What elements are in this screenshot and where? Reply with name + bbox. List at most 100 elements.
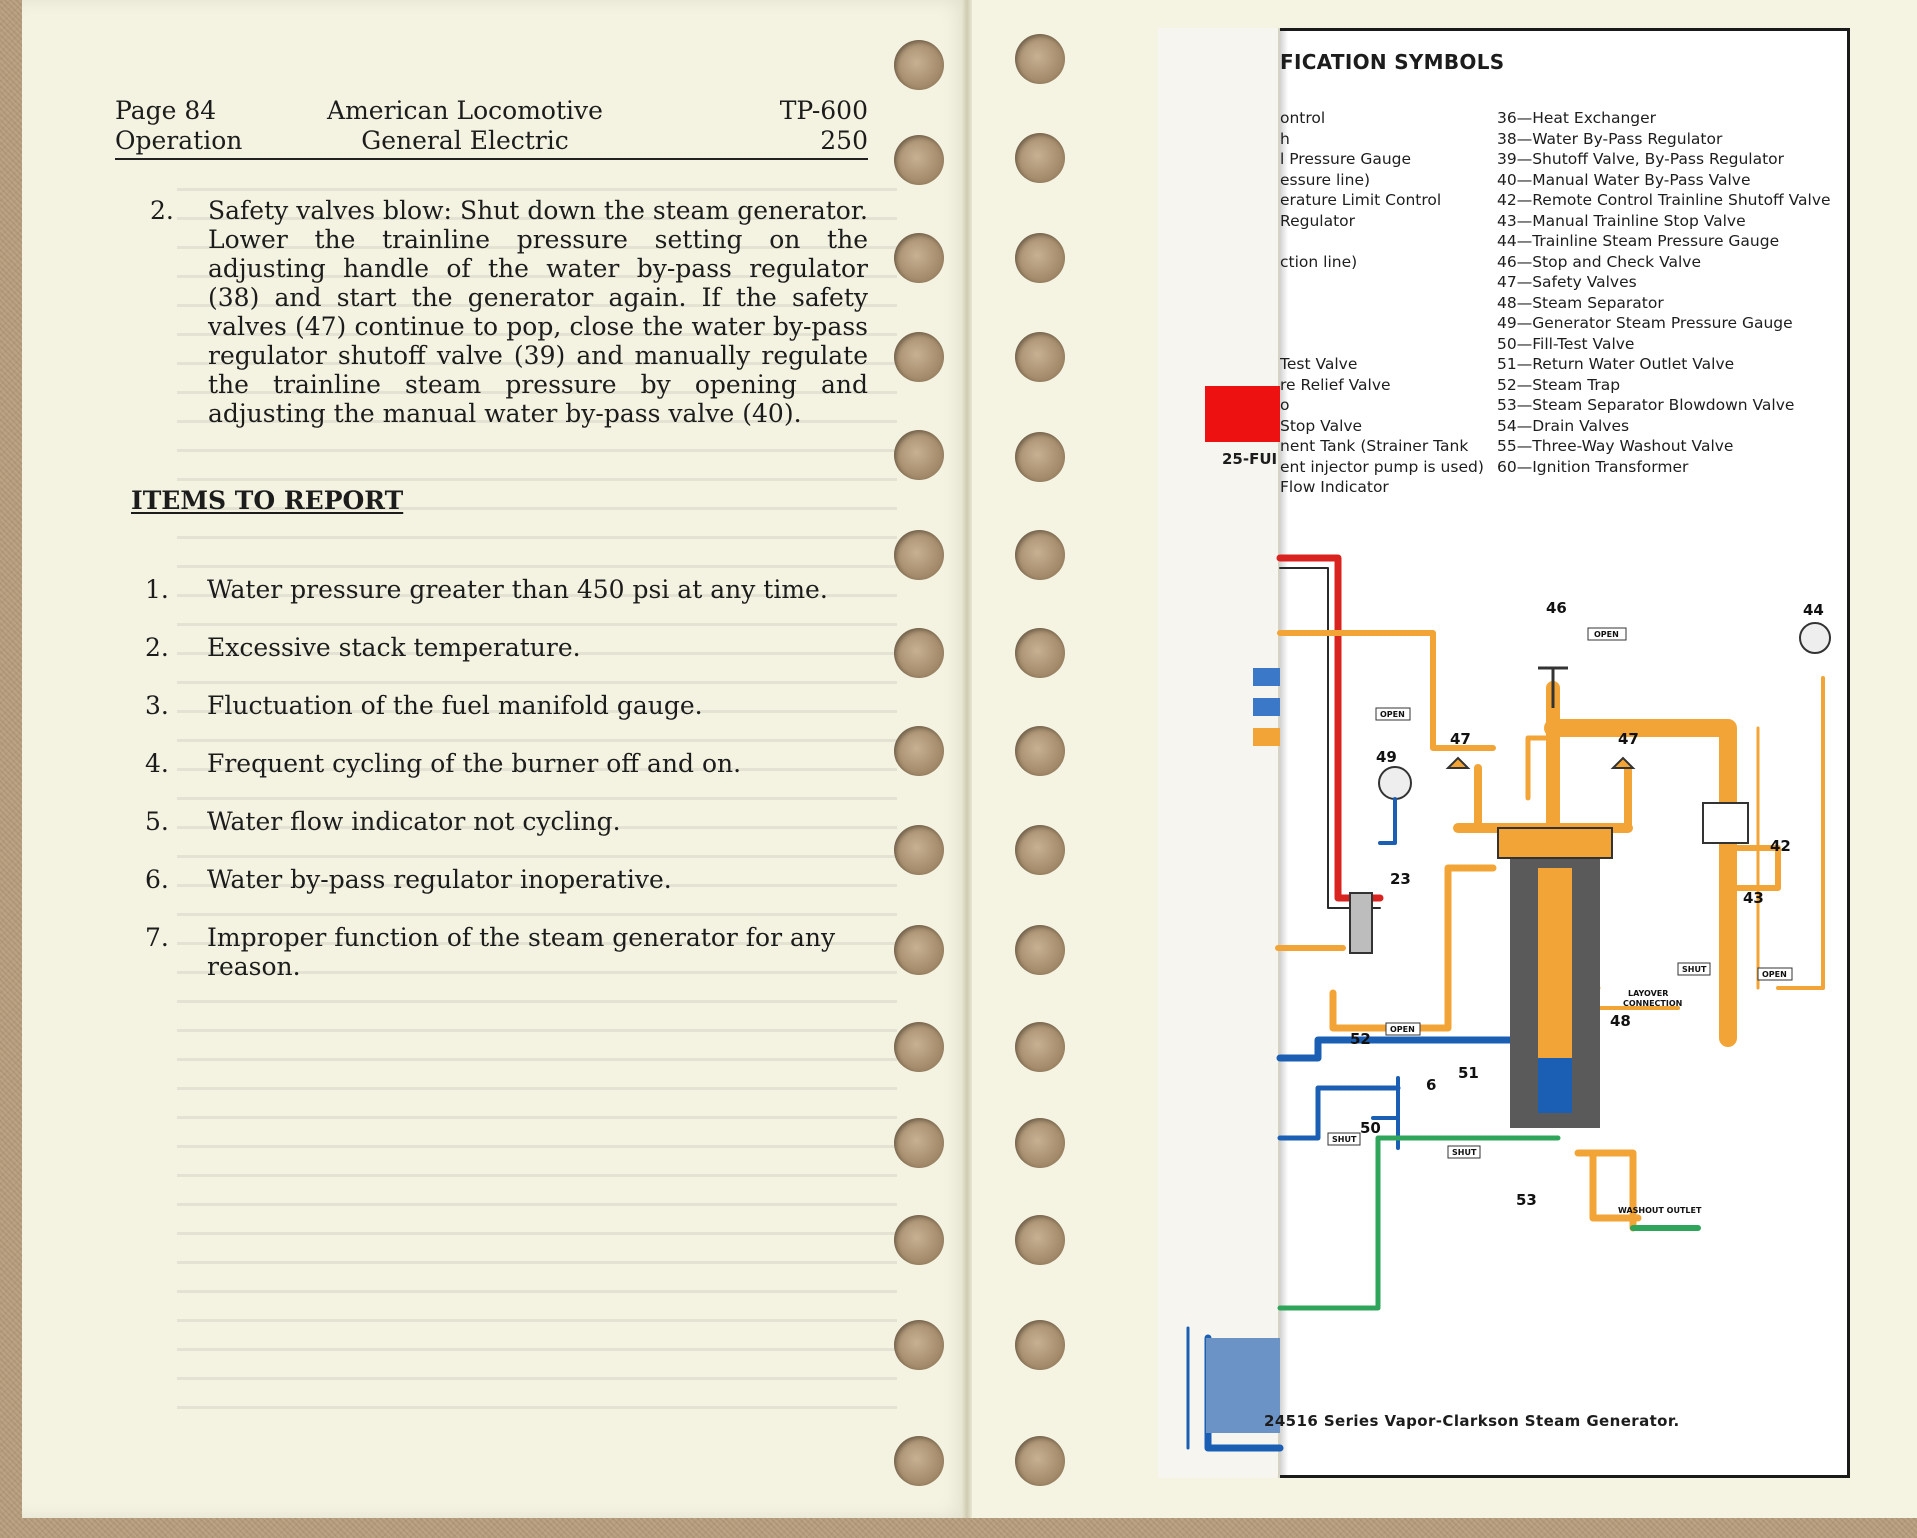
binding-hole [1015,1118,1065,1168]
item-text: Water pressure greater than 450 psi at a… [207,575,828,604]
washout-label: WASHOUT OUTLET [1618,1206,1702,1215]
item-text: Water by-pass regulator inoperative. [207,865,672,894]
steam-line [1329,864,1497,1032]
binding-hole [894,1215,944,1265]
steam-line [1544,719,1737,1047]
item-number: 2. [145,633,169,662]
water-line [1378,797,1397,845]
binding-hole [1015,332,1065,382]
binding-hole [1015,233,1065,283]
items-to-report-heading: ITEMS TO REPORT [131,486,404,515]
binding-hole [894,628,944,678]
binding-hole [1015,1320,1065,1370]
fuel-line [1276,554,1384,902]
partial-symbol: o [1280,396,1290,414]
page-gutter [962,0,972,1518]
partial-symbol: Flow Indicator [1280,478,1389,496]
fold-shadow [1280,31,1288,1475]
symbols-title: FICATION SYMBOLS [1280,50,1505,74]
header-left: Page 84 Operation [115,96,242,156]
open-tag-label: OPEN [1762,970,1787,979]
section-name: Operation [115,126,243,155]
separator-top [1497,827,1613,859]
symbol-entry: 51—Return Water Outlet Valve [1497,355,1735,373]
shut-tag [1327,1132,1361,1146]
separator-water [1538,1058,1572,1113]
caption-text: 4516 Series Vapor-Clarkson Steam Generat… [1274,1412,1680,1430]
binding-hole [894,332,944,382]
binding-hole [894,925,944,975]
symbol-entry: 50—Fill-Test Valve [1497,334,1635,353]
steam-gauge [1378,766,1412,800]
binding-hole [894,1022,944,1072]
blue-tab [1253,698,1280,716]
partial-symbol: re Relief Valve [1280,375,1391,394]
partial-tag-label: 25-FUI [1222,450,1278,468]
binding-hole [894,430,944,480]
binding-hole [894,135,944,185]
open-tag [1587,627,1627,641]
binding-hole [894,233,944,283]
callout-52: 52 [1350,1030,1371,1048]
caption-prefix: 2 [1264,1412,1275,1430]
partial-symbol: ction line) [1280,252,1358,271]
binding-hole [1015,825,1065,875]
symbols-legend-column: 36—Heat Exchanger 38—Water By-Pass Regul… [1497,108,1831,477]
steam-gauge [1799,622,1831,654]
header-center: American Locomotive General Electric [305,96,625,156]
fuel-line-inner [1279,567,1381,909]
partial-symbol: essure line) [1280,170,1371,189]
steam-generator-schematic: 46 44 47 47 49 42 23 43 48 52 6 51 50 53… [1186,554,1831,1452]
callout-47: 47 [1450,730,1471,748]
callout-49: 49 [1376,748,1397,766]
item-text: Excessive stack temperature. [207,633,581,662]
step-number: 2. [150,196,174,225]
symbol-entry: 38—Water By-Pass Regulator [1497,129,1723,148]
callout-43: 43 [1743,889,1764,907]
item-text: Improper function of the steam generator… [207,923,836,981]
binding-hole [1015,432,1065,482]
symbol-entry: 52—Steam Trap [1497,375,1621,394]
item-number: 1. [145,575,169,604]
symbol-entry: 42—Remote Control Trainline Shutoff Valv… [1497,191,1831,209]
doc-revision: 250 [820,126,868,155]
open-tag-label: OPEN [1390,1025,1415,1034]
steam-line [1525,735,1556,801]
binding-hole [1015,1436,1065,1486]
item-text: Frequent cycling of the burner off and o… [207,749,742,778]
steam-line [1776,676,1825,990]
callout-50: 50 [1360,1119,1381,1137]
doc-number: TP-600 [779,96,868,125]
company-line-1: American Locomotive [327,96,603,125]
diagram-caption: 24516 Series Vapor-Clarkson Steam Genera… [1264,1412,1680,1430]
open-tag [1385,1022,1421,1036]
binding-hole [1015,1215,1065,1265]
binding-hole [1015,628,1065,678]
symbol-entry: 53—Steam Separator Blowdown Valve [1497,396,1795,414]
symbol-entry: 44—Trainline Steam Pressure Gauge [1497,232,1780,250]
shut-tag-label: SHUT [1682,965,1707,974]
foldout-underlay [1158,28,1280,1478]
binding-hole [894,40,944,90]
binding-hole [894,1320,944,1370]
partial-symbol: erature Limit Control [1280,191,1442,209]
open-tag-label: OPEN [1594,630,1619,639]
step-text: Safety valves blow: Shut down the steam … [208,196,868,428]
safety-valve-47 [1445,756,1471,769]
partial-symbol: ent injector pump is used) [1280,457,1484,476]
callout-46: 46 [1546,599,1567,617]
partial-symbol: nent Tank (Strainer Tank [1280,437,1469,455]
callout-23: 23 [1390,870,1411,888]
item-text: Water flow indicator not cycling. [207,807,621,836]
symbol-entry: 60—Ignition Transformer [1497,457,1689,476]
red-tab-marker [1205,386,1280,442]
binding-hole [894,825,944,875]
callout-6: 6 [1426,1076,1436,1094]
binding-hole [894,530,944,580]
item-text: Fluctuation of the fuel manifold gauge. [207,691,703,720]
symbol-entry: 54—Drain Valves [1497,416,1630,435]
symbol-entry: 48—Steam Separator [1497,293,1664,312]
page-header: Page 84 Operation American Locomotive Ge… [115,96,868,160]
valve-42 [1702,802,1749,844]
shut-tag-label: SHUT [1332,1135,1357,1144]
